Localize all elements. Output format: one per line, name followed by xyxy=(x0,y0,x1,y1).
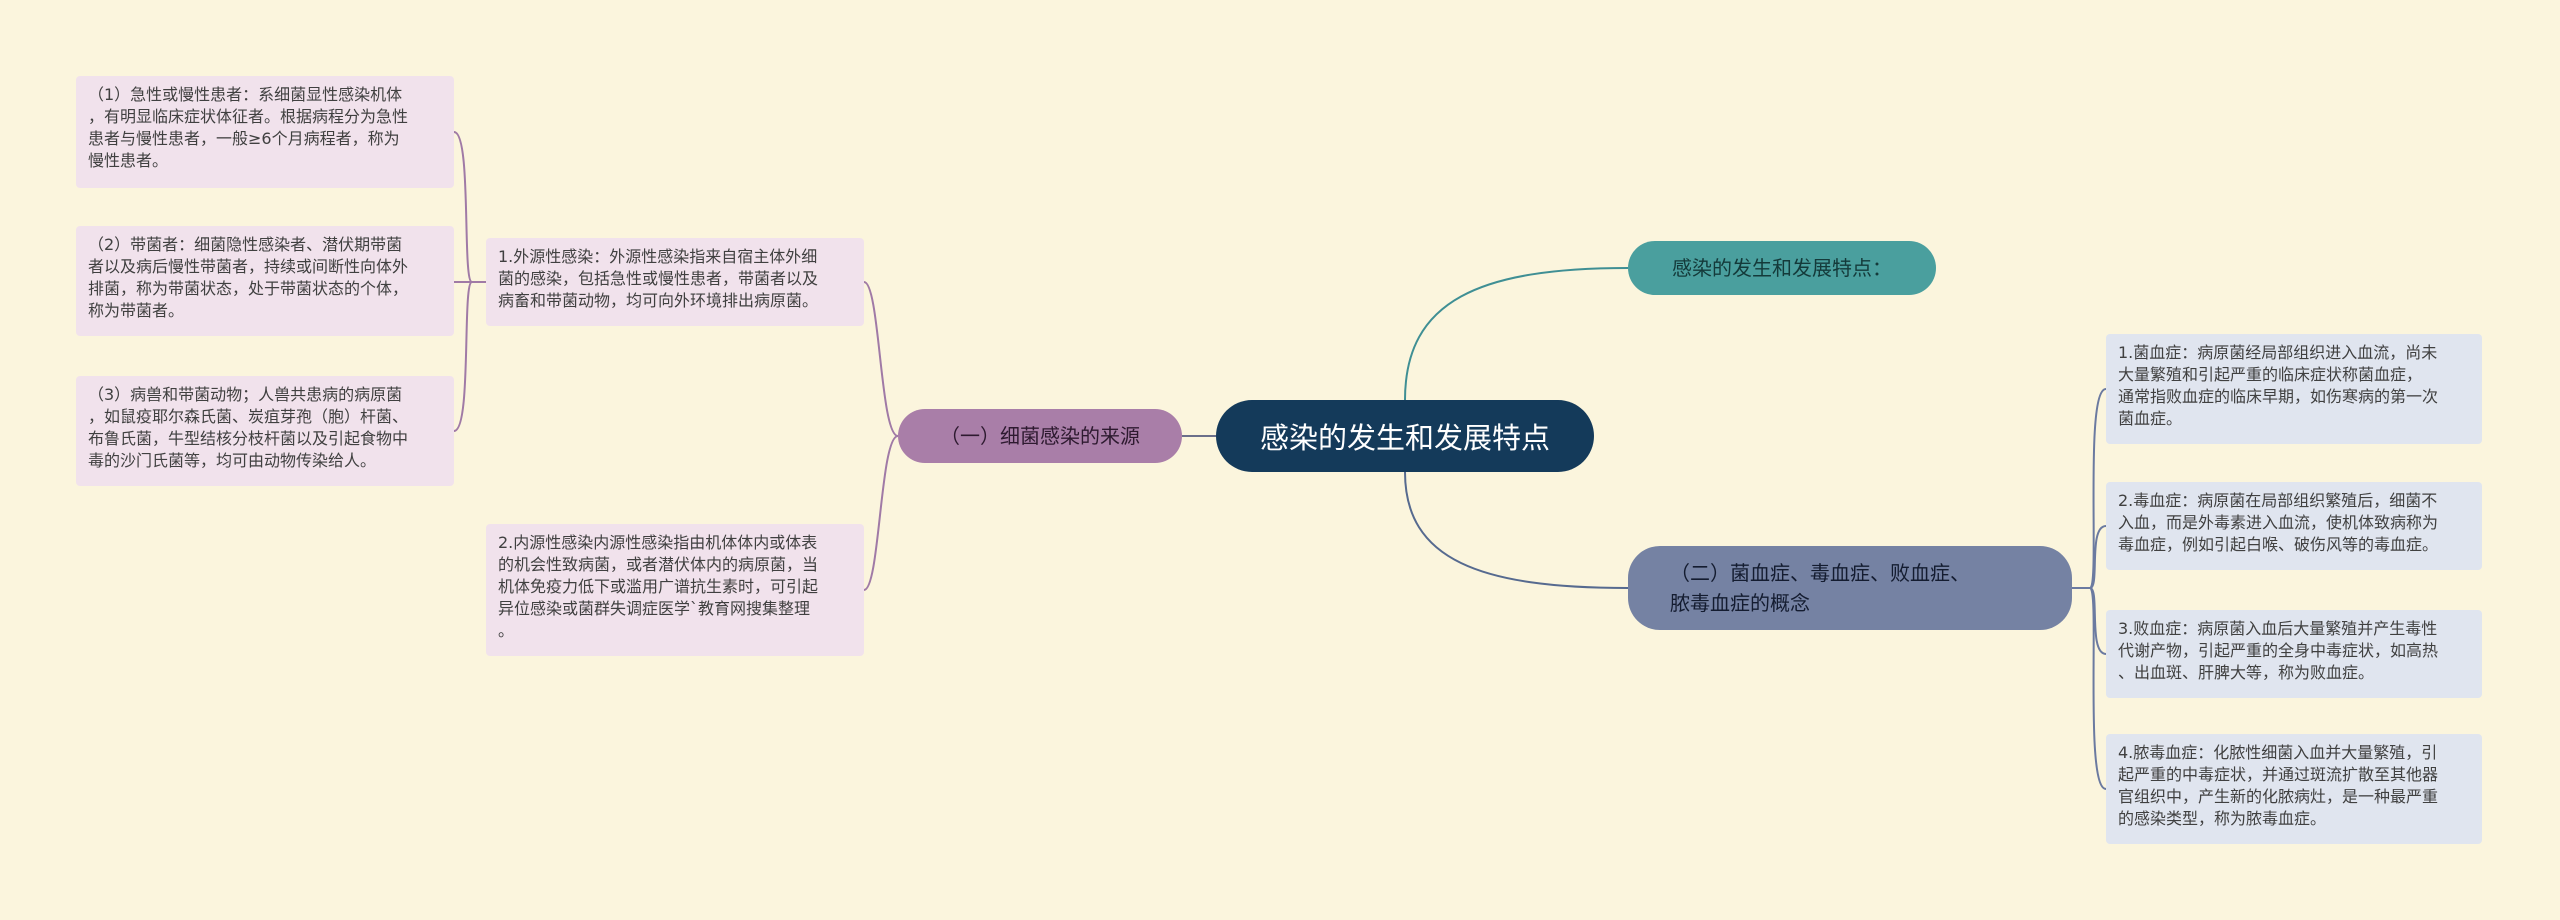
link-source-m1 xyxy=(863,281,899,437)
leaf-carriers[interactable]: （2）带菌者：细菌隐性感染者、潜伏期带菌 者以及病后慢性带菌者，持续或间断性向体… xyxy=(76,226,454,336)
link-concepts-r2 xyxy=(2072,525,2107,589)
leaf-septicemia[interactable]: 3.败血症：病原菌入血后大量繁殖并产生毒性 代谢产物，引起严重的全身中毒症状，如… xyxy=(2106,610,2482,698)
leaf-endogenous-infection[interactable]: 2.内源性感染内源性感染指由机体体内或体表 的机会性致病菌，或者潜伏体内的病原菌… xyxy=(486,524,864,656)
link-m1-l1 xyxy=(453,131,486,283)
branch-concepts[interactable]: （二）菌血症、毒血症、败血症、 脓毒血症的概念 xyxy=(1628,546,2072,630)
leaf-bacteremia[interactable]: 1.菌血症：病原菌经局部组织进入血流，尚未 大量繁殖和引起严重的临床症状称菌血症… xyxy=(2106,334,2482,444)
leaf-exogenous-infection[interactable]: 1.外源性感染：外源性感染指来自宿主体外细 菌的感染，包括急性或慢性患者，带菌者… xyxy=(486,238,864,326)
branch-source[interactable]: （一）细菌感染的来源 xyxy=(898,409,1182,463)
link-concepts-r1 xyxy=(2072,388,2107,589)
root-label: 感染的发生和发展特点 xyxy=(1259,421,1550,455)
root-node[interactable]: 感染的发生和发展特点 xyxy=(1216,400,1594,472)
branch-summary[interactable]: 感染的发生和发展特点： xyxy=(1628,241,1936,295)
link-source-m2 xyxy=(863,435,899,591)
link-concepts-r4 xyxy=(2072,587,2107,790)
link-root-summary xyxy=(1404,267,1629,401)
branch-concepts-label-line1: （二）菌血症、毒血症、败血症、 xyxy=(1670,561,1970,585)
leaf-patients[interactable]: （1）急性或慢性患者：系细菌显性感染机体 ，有明显临床症状体征者。根据病程分为急… xyxy=(76,76,454,188)
leaf-toxemia[interactable]: 2.毒血症：病原菌在局部组织繁殖后，细菌不 入血，而是外毒素进入血流，使机体致病… xyxy=(2106,482,2482,570)
branch-summary-label: 感染的发生和发展特点： xyxy=(1672,256,1892,280)
link-root-concepts xyxy=(1404,471,1629,589)
branch-source-label: （一）细菌感染的来源 xyxy=(940,424,1140,448)
branch-concepts-label-line2: 脓毒血症的概念 xyxy=(1670,591,1810,615)
leaf-animals[interactable]: （3）病兽和带菌动物；人兽共患病的病原菌 ，如鼠疫耶尔森氏菌、炭疽芽孢（胞）杆菌… xyxy=(76,376,454,486)
link-m1-l3 xyxy=(453,281,486,432)
link-concepts-r3 xyxy=(2072,587,2107,655)
leaf-pyemia[interactable]: 4.脓毒血症：化脓性细菌入血并大量繁殖，引 起严重的中毒症状，并通过斑流扩散至其… xyxy=(2106,734,2482,844)
